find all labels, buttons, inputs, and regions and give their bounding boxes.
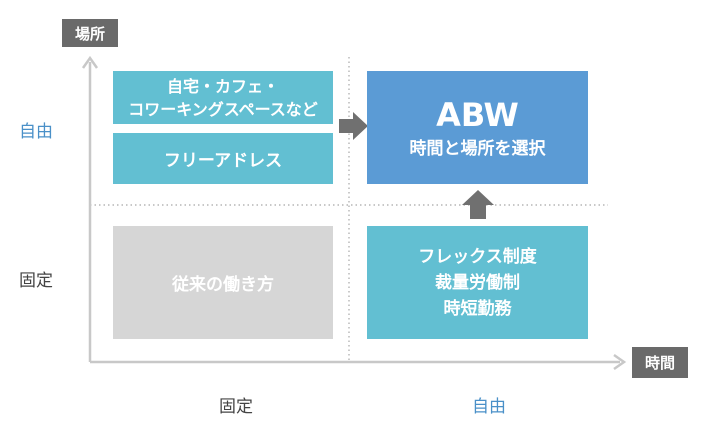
abw-title: ABW xyxy=(436,95,519,134)
flex-line-1: フレックス制度 xyxy=(418,246,537,267)
x-axis-arrowhead xyxy=(613,353,627,371)
y-axis-arrowhead xyxy=(81,55,99,69)
x-axis-title: 時間 xyxy=(632,347,688,378)
flex-work-box: フレックス制度 裁量労働制 時短勤務 xyxy=(367,226,588,339)
y-axis-title: 場所 xyxy=(62,19,118,47)
traditional-work-box: 従来の働き方 xyxy=(113,226,333,339)
y-label-free: 自由 xyxy=(19,121,53,142)
up-arrow-icon xyxy=(462,190,494,219)
free-address-label: フリーアドレス xyxy=(163,151,283,171)
flex-line-3: 時短勤務 xyxy=(443,298,512,319)
home-cafe-line-1: 自宅・カフェ・ xyxy=(166,76,279,96)
free-address-box: フリーアドレス xyxy=(113,133,333,184)
abw-box: ABW 時間と場所を選択 xyxy=(367,71,588,184)
y-label-fixed: 固定 xyxy=(19,270,53,291)
abw-subtitle: 時間と場所を選択 xyxy=(409,138,546,159)
right-arrow-icon xyxy=(339,112,368,140)
home-cafe-box: 自宅・カフェ・ コワーキングスペースなど xyxy=(113,71,333,124)
x-label-free: 自由 xyxy=(472,396,506,417)
traditional-work-label: 従来の働き方 xyxy=(172,275,274,295)
flex-line-2: 裁量労働制 xyxy=(435,272,520,293)
x-label-fixed: 固定 xyxy=(219,396,253,417)
home-cafe-line-2: コワーキングスペースなど xyxy=(128,99,318,119)
